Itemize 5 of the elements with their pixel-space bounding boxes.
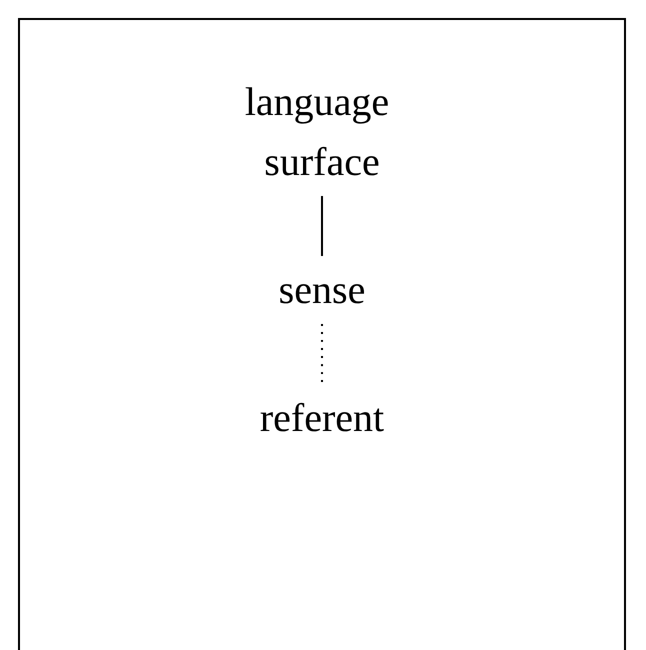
node-text: language surface <box>244 79 390 184</box>
connector <box>321 324 323 384</box>
node-text: referent <box>260 395 384 440</box>
node-text: sense <box>278 267 366 312</box>
connector <box>321 196 323 256</box>
